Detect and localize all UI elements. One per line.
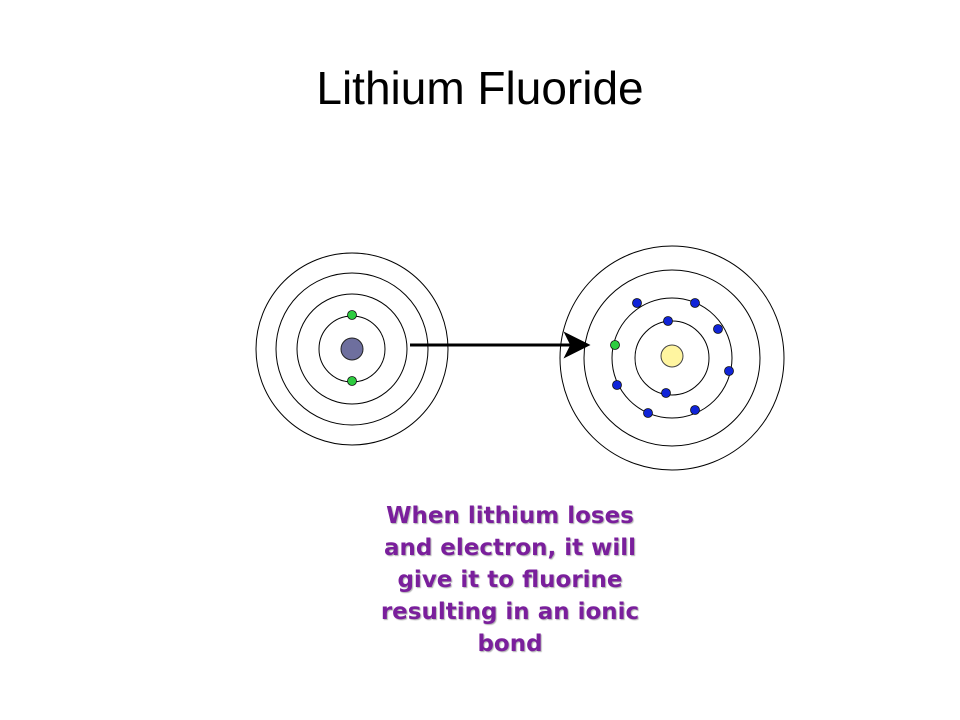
fluorine-shell-outer	[559, 245, 785, 471]
slide-title: Lithium Fluoride	[316, 62, 644, 114]
lithium-electron	[347, 310, 357, 320]
fluorine-shell-2	[611, 297, 733, 419]
fluorine-electron	[661, 388, 671, 398]
fluorine-electron	[724, 366, 734, 376]
lithium-shell-outer	[255, 252, 449, 446]
fluorine-electron	[713, 324, 723, 334]
transferred-electron	[610, 340, 620, 350]
fluorine-electron	[690, 405, 700, 415]
fluorine-shell-3	[583, 269, 761, 447]
fluorine-electron	[612, 380, 622, 390]
lithium-shell-2	[296, 293, 408, 405]
fluorine-electron	[690, 298, 700, 308]
lithium-shell-3	[275, 272, 429, 426]
caption-text: When lithium loses and electron, it will…	[380, 503, 640, 657]
lithium-electron	[347, 376, 357, 386]
fluorine-atom	[559, 245, 785, 471]
fluorine-electron	[663, 316, 673, 326]
fluorine-electron	[643, 408, 653, 418]
fluorine-nucleus-icon	[660, 344, 684, 368]
lithium-atom	[255, 252, 449, 446]
fluorine-electron	[632, 298, 642, 308]
lithium-nucleus-icon	[340, 337, 364, 361]
